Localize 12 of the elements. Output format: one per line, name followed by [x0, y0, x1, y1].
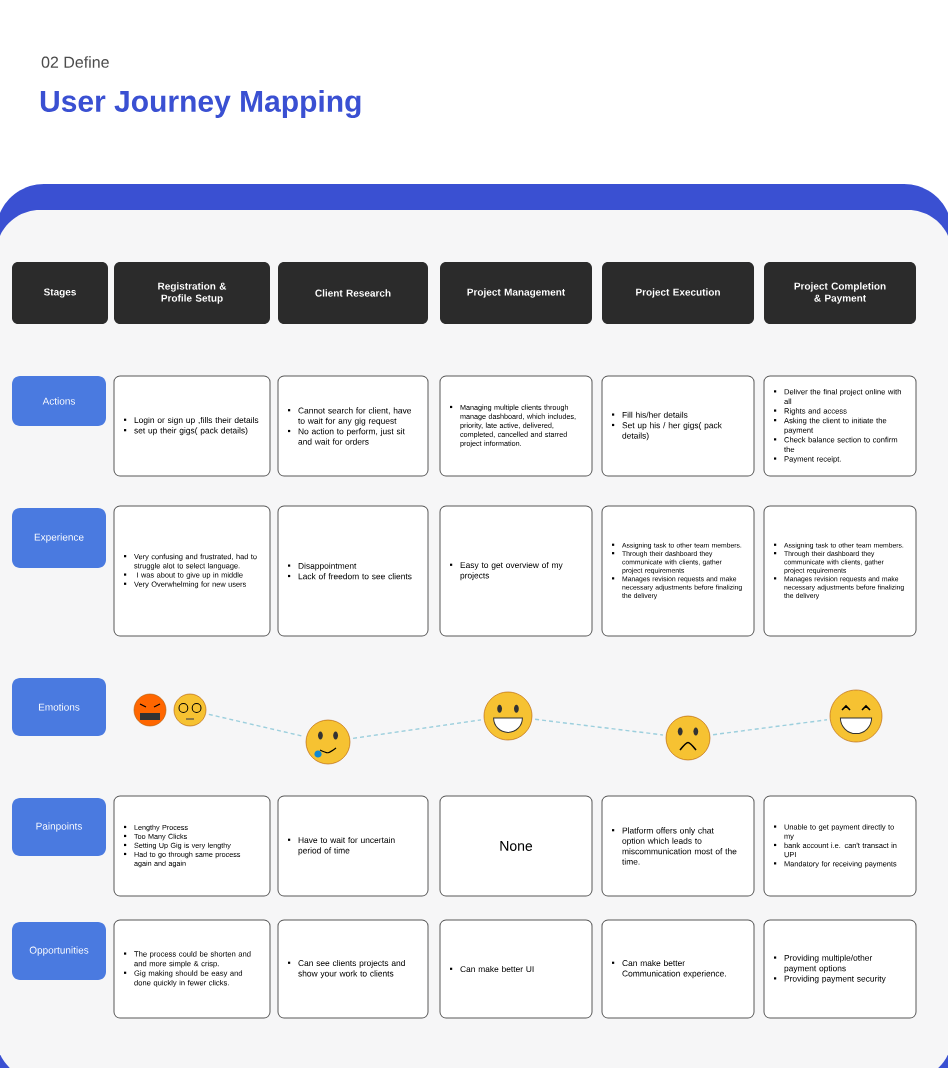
- emoji-icon: [133, 693, 167, 727]
- emoji-icon: [483, 691, 533, 741]
- dashed-connector: [534, 718, 664, 736]
- dashed-connector: [208, 713, 305, 737]
- section-number: 02 Define: [41, 56, 109, 68]
- emoji-icon: [665, 715, 711, 761]
- emoji-icon: [305, 719, 351, 765]
- title: User Journey Mapping: [40, 89, 361, 119]
- emoji-icon: [829, 689, 883, 743]
- dashed-connector: [712, 719, 828, 736]
- emoji-icon: [173, 693, 207, 727]
- dashed-connector: [352, 719, 482, 740]
